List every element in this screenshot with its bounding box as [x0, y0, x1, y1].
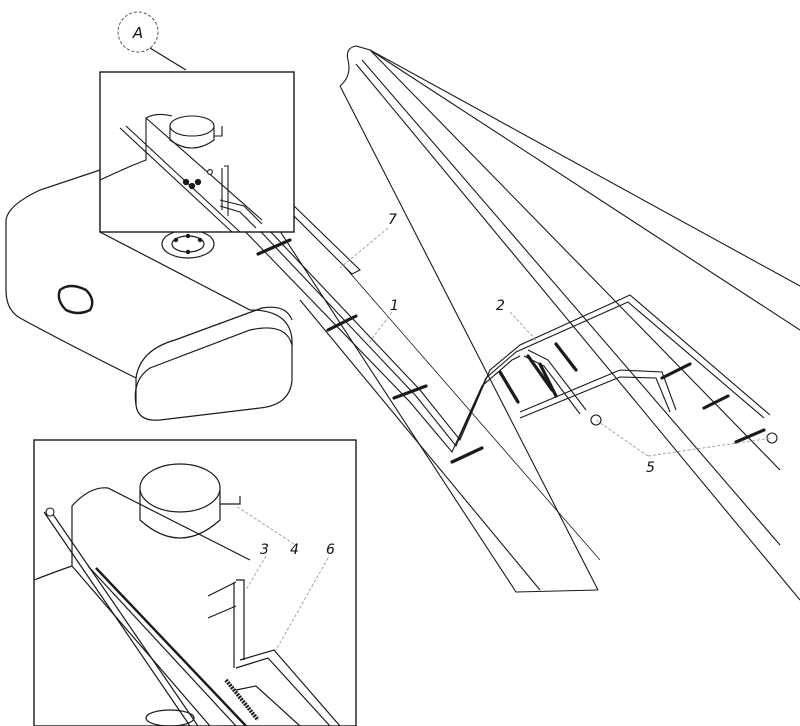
callout-7: 7 [388, 212, 397, 228]
callout-1: 1 [390, 298, 399, 314]
frame-rail [239, 45, 800, 601]
view-a-callout: A [117, 11, 187, 71]
callout-3: 3 [260, 542, 269, 558]
detail-view-a [99, 71, 295, 233]
clamp-strip [282, 203, 361, 275]
callout-2: 2 [496, 298, 505, 314]
leader-lines [235, 227, 773, 651]
callout-6: 6 [326, 542, 335, 558]
view-a-label: A [132, 24, 143, 42]
hose-clamp [224, 678, 260, 722]
cable-ties [256, 238, 766, 464]
bolt-heads [590, 414, 778, 444]
detail-view-bottom [33, 439, 357, 726]
fuel-pipes [229, 204, 771, 454]
callout-4: 4 [290, 542, 299, 558]
callout-5: 5 [646, 460, 655, 476]
